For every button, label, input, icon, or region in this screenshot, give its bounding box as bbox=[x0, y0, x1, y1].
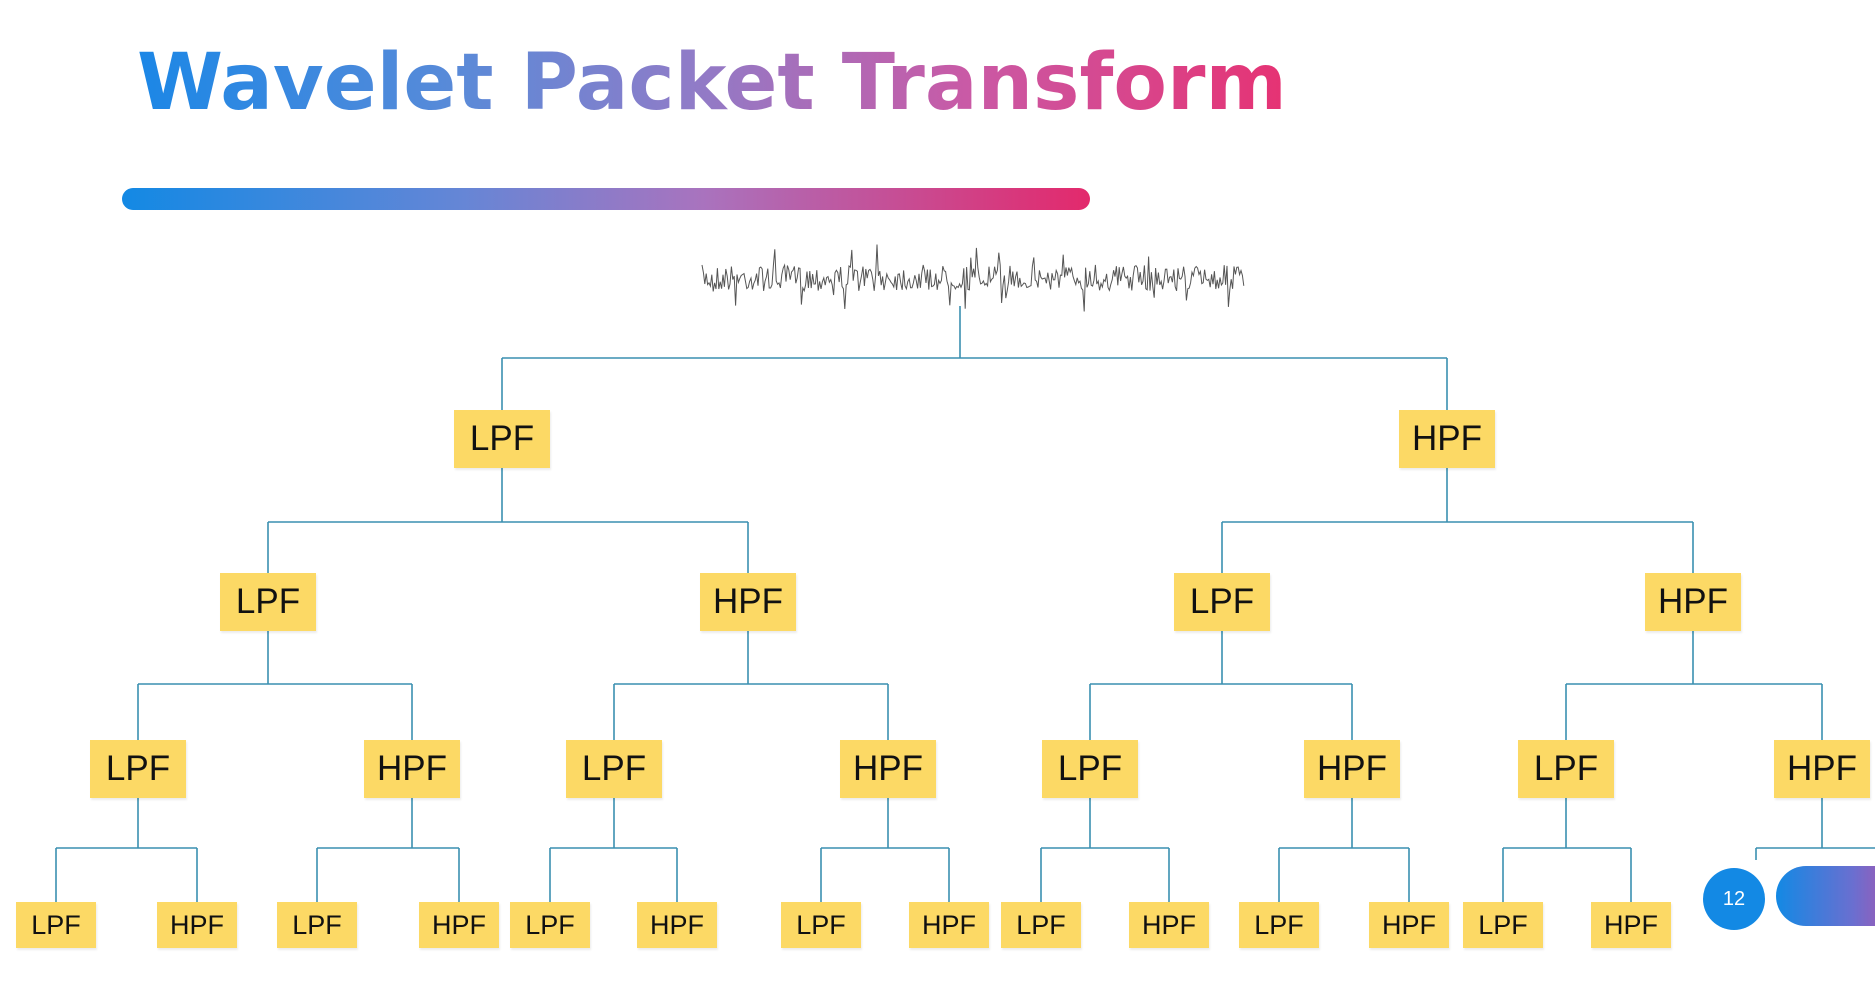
lpf-node-l2-0: LPF bbox=[220, 573, 316, 631]
lpf-node-l4-6: LPF bbox=[781, 902, 861, 948]
hpf-node-l4-3: HPF bbox=[419, 902, 499, 948]
lpf-node-l4-2: LPF bbox=[277, 902, 357, 948]
hpf-node-l2-3: HPF bbox=[1645, 573, 1741, 631]
hpf-node-l4-13: HPF bbox=[1591, 902, 1671, 948]
input-signal-waveform bbox=[701, 244, 1245, 312]
hpf-node-l4-7: HPF bbox=[909, 902, 989, 948]
corner-accent-shape bbox=[1776, 866, 1875, 926]
hpf-node-l4-1: HPF bbox=[157, 902, 237, 948]
hpf-node-l4-9: HPF bbox=[1129, 902, 1209, 948]
lpf-node-l1-0: LPF bbox=[454, 410, 550, 468]
lpf-node-l4-8: LPF bbox=[1001, 902, 1081, 948]
hpf-node-l3-3: HPF bbox=[840, 740, 936, 798]
title-gradient-bar bbox=[122, 188, 1090, 210]
hpf-node-l2-1: HPF bbox=[700, 573, 796, 631]
tree-connectors bbox=[55, 306, 1875, 902]
hpf-node-l3-1: HPF bbox=[364, 740, 460, 798]
lpf-node-l3-0: LPF bbox=[90, 740, 186, 798]
lpf-node-l3-2: LPF bbox=[566, 740, 662, 798]
lpf-node-l4-4: LPF bbox=[510, 902, 590, 948]
lpf-node-l3-4: LPF bbox=[1042, 740, 1138, 798]
hpf-node-l3-7: HPF bbox=[1774, 740, 1870, 798]
hpf-node-l1-1: HPF bbox=[1399, 410, 1495, 468]
hpf-node-l4-5: HPF bbox=[637, 902, 717, 948]
lpf-node-l2-2: LPF bbox=[1174, 573, 1270, 631]
hpf-node-l3-5: HPF bbox=[1304, 740, 1400, 798]
lpf-node-l3-6: LPF bbox=[1518, 740, 1614, 798]
slide-title: Wavelet Packet Transform bbox=[137, 28, 1287, 138]
signal-trace bbox=[701, 244, 1245, 312]
hpf-node-l4-11: HPF bbox=[1369, 902, 1449, 948]
lpf-node-l4-10: LPF bbox=[1239, 902, 1319, 948]
lpf-node-l4-0: LPF bbox=[16, 902, 96, 948]
page-number-badge: 12 bbox=[1703, 868, 1765, 930]
lpf-node-l4-12: LPF bbox=[1463, 902, 1543, 948]
